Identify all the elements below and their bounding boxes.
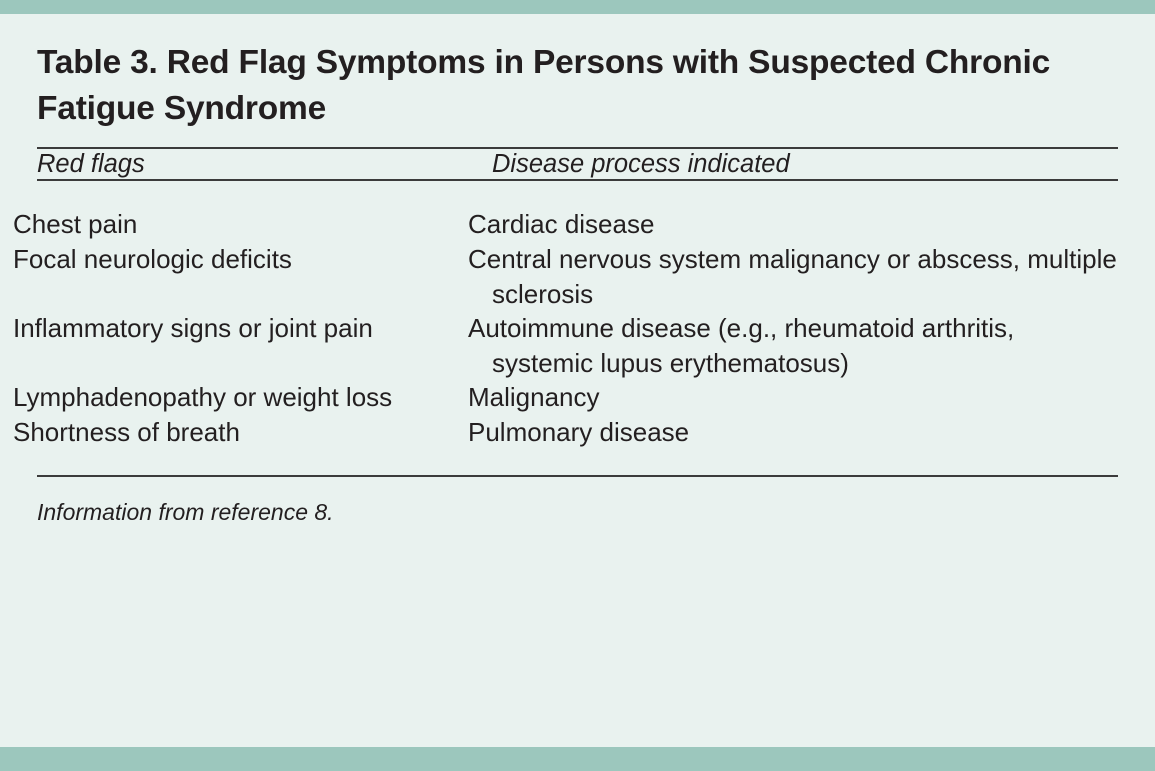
cell-red-flag: Chest pain	[13, 209, 138, 240]
top-accent-band	[0, 0, 1155, 14]
table-footnote: Information from reference 8.	[37, 499, 334, 526]
red-flag-table-body: Chest pain Cardiac disease Focal neurolo…	[13, 181, 1118, 476]
bottom-accent-band	[0, 747, 1155, 771]
table-row: Shortness of breath Pulmonary disease	[13, 415, 1118, 476]
table-panel: Table 3. Red Flag Symptoms in Persons wi…	[0, 14, 1155, 747]
cell-red-flag: Focal neurologic deficits	[13, 243, 292, 274]
table-row: Lymphadenopathy or weight loss Malignanc…	[13, 380, 1118, 415]
table-row: Focal neurologic deficits Central nervou…	[13, 242, 1118, 311]
red-flag-table: Red flags Disease process indicated	[37, 149, 1118, 180]
cell-disease-process: Autoimmune disease (e.g., rheumatoid art…	[468, 313, 1015, 378]
cell-disease-process: Central nervous system malignancy or abs…	[468, 243, 1117, 309]
cell-disease-process: Cardiac disease	[468, 209, 655, 240]
table-header-row: Red flags Disease process indicated	[37, 149, 1118, 180]
table-header: Red flags Disease process indicated	[37, 149, 1118, 180]
cell-red-flag: Shortness of breath	[13, 416, 240, 447]
cell-disease-process: Malignancy	[468, 382, 600, 413]
table-row: Chest pain Cardiac disease	[13, 181, 1118, 242]
title-divider-rule	[37, 146, 1118, 149]
column-header-red-flags: Red flags	[37, 149, 145, 178]
table-inner-container: Table 3. Red Flag Symptoms in Persons wi…	[13, 14, 1118, 747]
column-header-disease-process: Disease process indicated	[492, 149, 790, 178]
footer-divider-rule	[37, 475, 1118, 478]
cell-disease-process: Pulmonary disease	[468, 416, 690, 447]
header-divider-rule	[37, 179, 1118, 182]
cell-red-flag: Lymphadenopathy or weight loss	[13, 382, 393, 413]
table-body: Chest pain Cardiac disease Focal neurolo…	[13, 181, 1118, 476]
cell-red-flag: Inflammatory signs or joint pain	[13, 313, 373, 344]
table-row: Inflammatory signs or joint pain Autoimm…	[13, 311, 1118, 380]
table-title: Table 3. Red Flag Symptoms in Persons wi…	[37, 44, 1051, 127]
